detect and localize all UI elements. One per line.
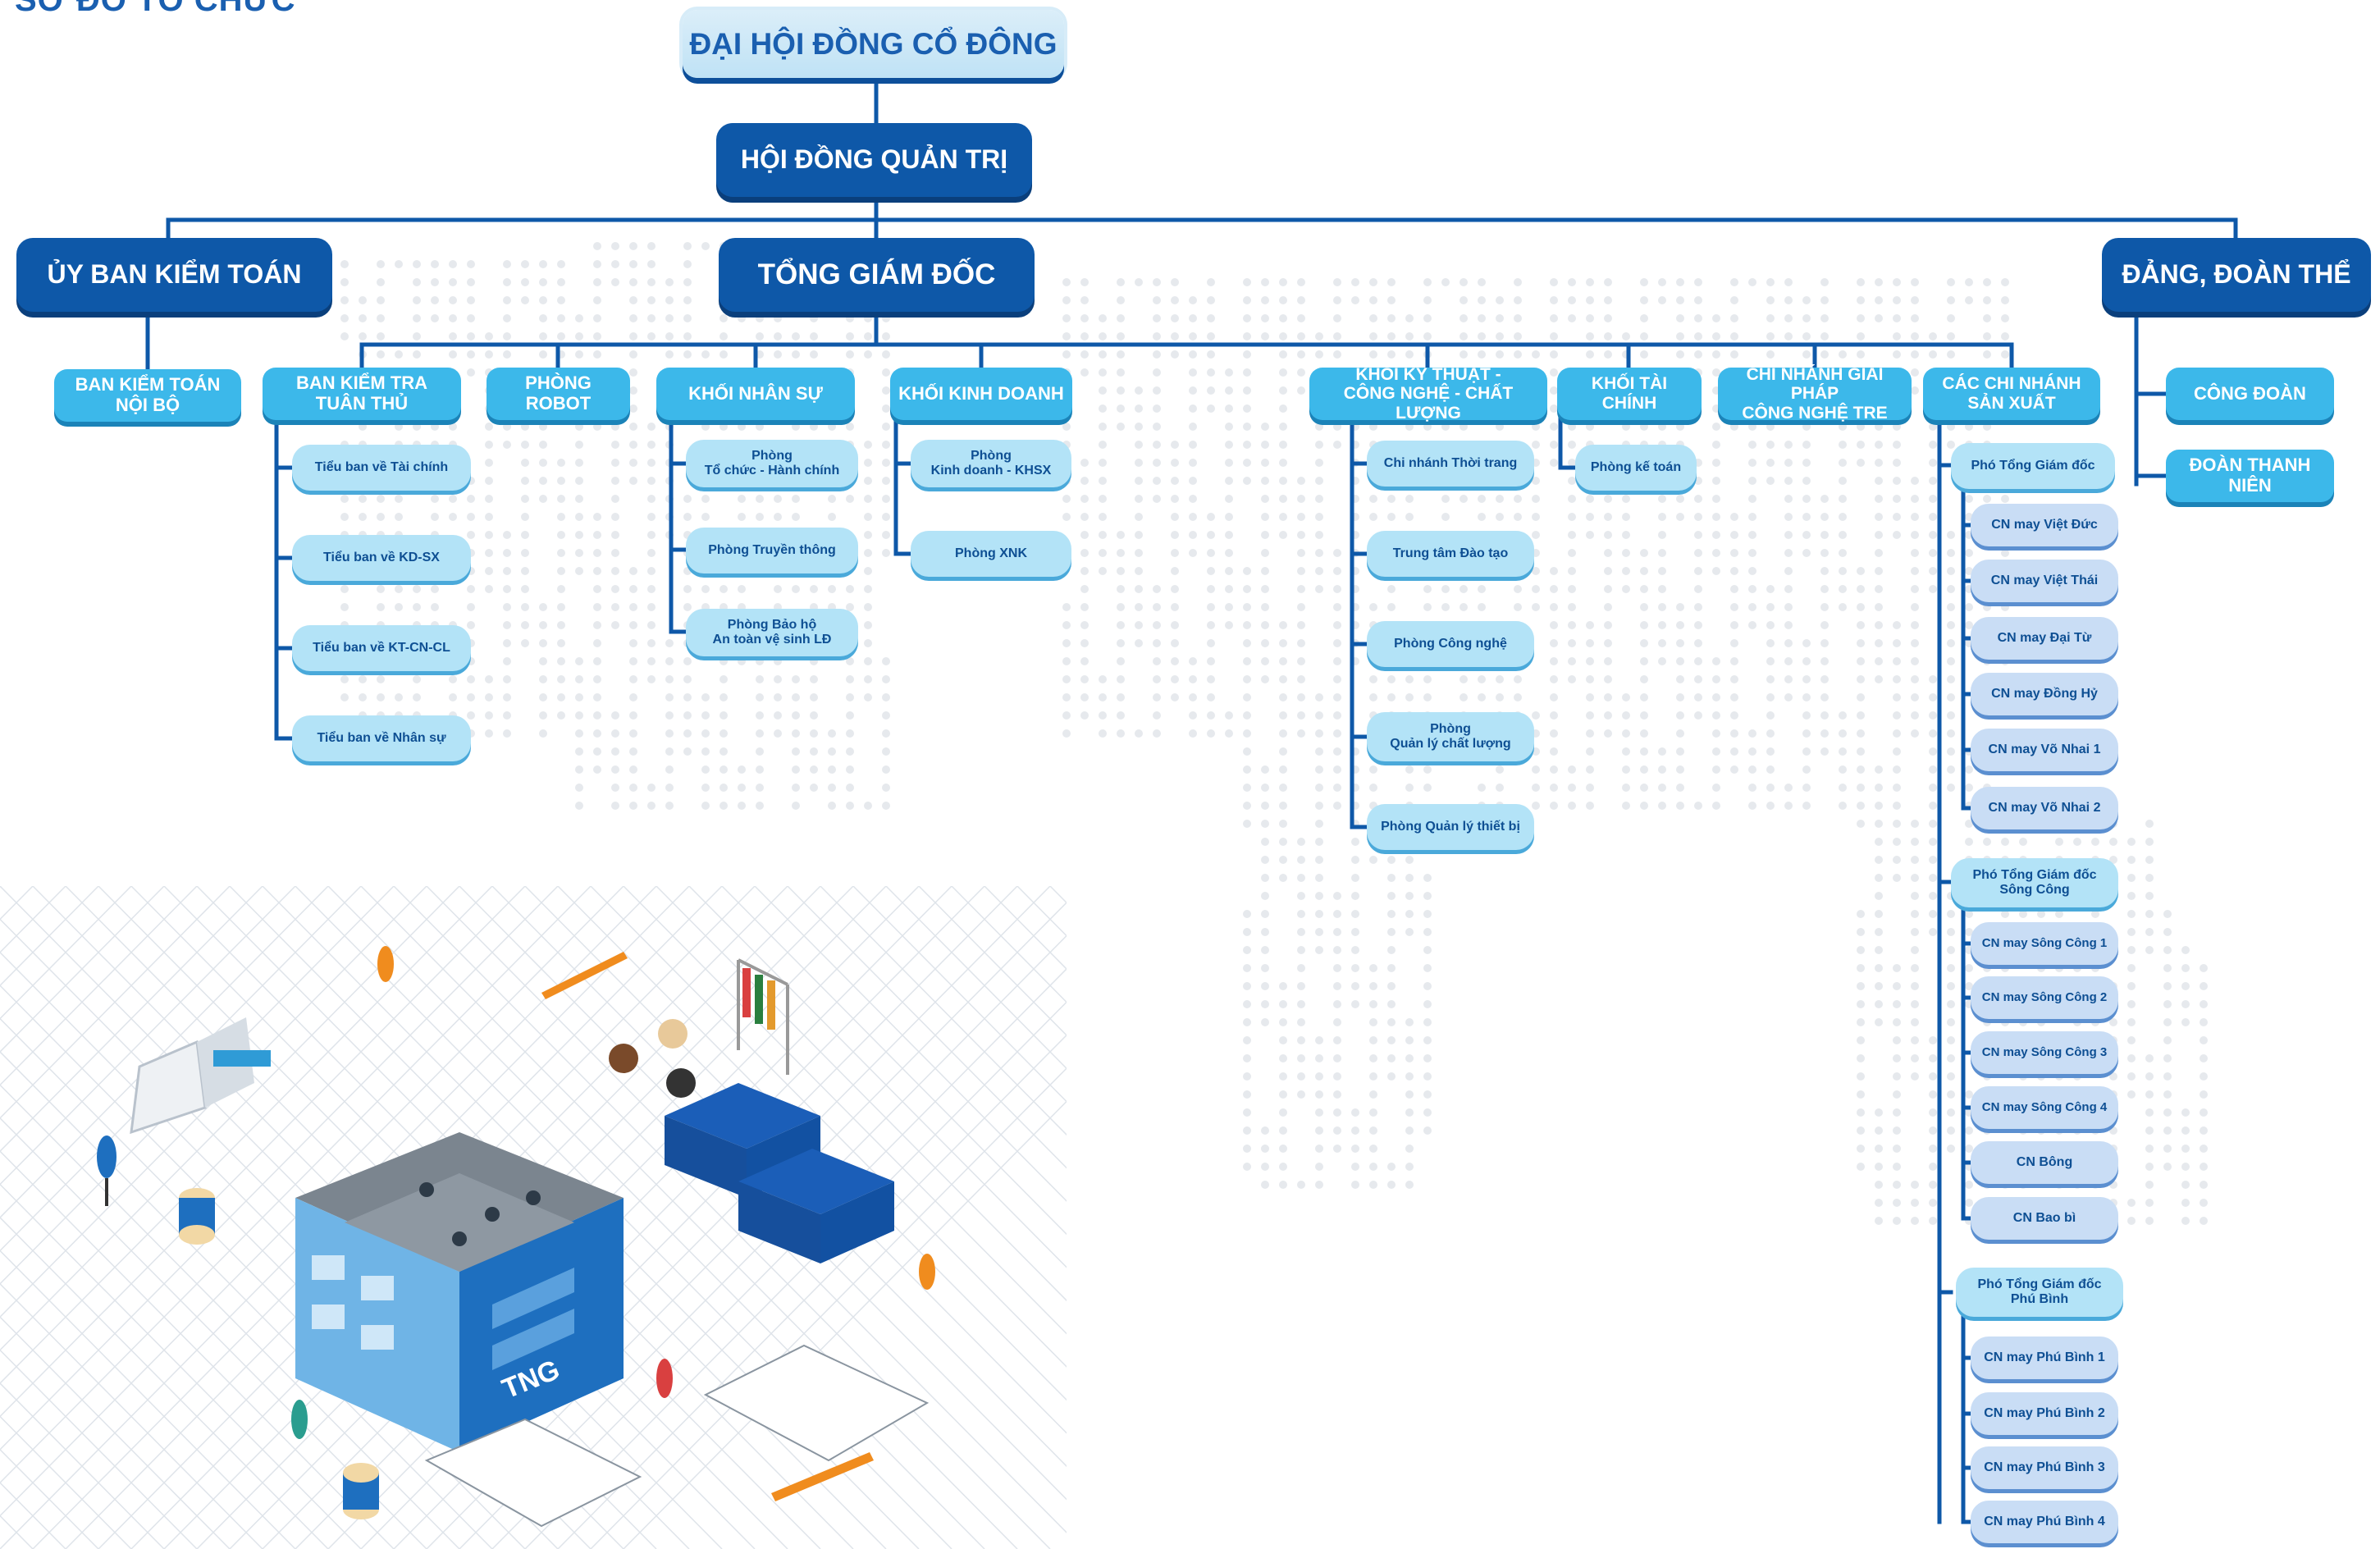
node-cn-may-dong-hy: CN may Đồng Hỷ	[1971, 673, 2118, 715]
node-ban-kiem-tra-tuan-thu: BAN KIỂM TRA TUÂN THỦ	[263, 368, 461, 420]
node-tieu-ban-nhan-su: Tiểu ban về Nhân sự	[292, 715, 471, 761]
node-phong-cong-nghe: Phòng Công nghệ	[1367, 621, 1534, 667]
node-tieu-ban-tai-chinh: Tiểu ban về Tài chính	[292, 445, 471, 491]
node-tieu-ban-kd-sx: Tiểu ban về KD-SX	[292, 535, 471, 581]
node-khoi-kinh-doanh: KHỐI KINH DOANH	[890, 368, 1072, 420]
node-pho-tong-giam-doc-phu-binh: Phó Tổng Giám đốc Phú Bình	[1956, 1268, 2123, 1317]
node-cn-may-phu-binh-3: CN may Phú Bình 3	[1971, 1446, 2118, 1489]
node-cac-chi-nhanh-san-xuat: CÁC CHI NHÁNH SẢN XUẤT	[1923, 368, 2100, 420]
page-title: SƠ ĐỒ TỔ CHỨC	[15, 0, 296, 18]
node-chi-nhanh-cong-nghe-tre: CHI NHÁNH GIẢI PHÁP CÔNG NGHỆ TRE	[1718, 365, 1912, 423]
node-cn-may-viet-thai: CN may Việt Thái	[1971, 560, 2118, 602]
fabric-stacks	[665, 1083, 894, 1263]
node-doan-thanh-nien: ĐOÀN THANH NIÊN	[2166, 450, 2334, 502]
node-hoi-dong-quan-tri: HỘI ĐỒNG QUẢN TRỊ	[716, 123, 1032, 197]
node-phong-truyen-thong: Phòng Truyền thông	[686, 528, 858, 573]
node-cn-may-phu-binh-4: CN may Phú Bình 4	[1971, 1501, 2118, 1543]
node-cn-may-vo-nhai-2: CN may Võ Nhai 2	[1971, 787, 2118, 829]
thread-spools	[179, 1188, 379, 1519]
node-cn-may-song-cong-3: CN may Sông Công 3	[1971, 1031, 2118, 1074]
mannequins	[97, 946, 935, 1439]
pattern-papers	[424, 1344, 930, 1528]
rulers	[541, 952, 874, 1501]
node-chi-nhanh-thoi-trang: Chi nhánh Thời trang	[1367, 441, 1534, 487]
node-phong-to-chuc-hanh-chinh: Phòng Tổ chức - Hành chính	[686, 440, 858, 487]
node-khoi-tai-chinh: KHỐI TÀI CHÍNH	[1557, 368, 1702, 420]
clothing-rack	[737, 958, 789, 1075]
node-cn-may-song-cong-1: CN may Sông Công 1	[1971, 922, 2118, 965]
node-pho-tong-giam-doc-song-cong: Phó Tổng Giám đốc Sông Công	[1951, 858, 2118, 907]
node-phong-ke-toan: Phòng kế toán	[1575, 445, 1697, 491]
node-cn-may-vo-nhai-1: CN may Võ Nhai 1	[1971, 729, 2118, 771]
node-phong-bao-ho: Phòng Bảo hộ An toàn vệ sinh LĐ	[686, 609, 858, 656]
node-phong-quan-ly-chat-luong: Phòng Quản lý chất lượng	[1367, 712, 1534, 761]
node-cn-may-viet-duc: CN may Việt Đức	[1971, 504, 2118, 546]
node-uy-ban-kiem-toan: ỦY BAN KIỂM TOÁN	[16, 238, 332, 312]
node-phong-robot: PHÒNG ROBOT	[487, 368, 630, 420]
node-ban-kiem-toan-noi-bo: BAN KIỂM TOÁN NỘI BỘ	[54, 369, 241, 422]
node-tong-giam-doc: TỔNG GIÁM ĐỐC	[719, 238, 1035, 312]
building: TNG	[295, 1132, 624, 1452]
node-tieu-ban-kt-cn-cl: Tiểu ban về KT-CN-CL	[292, 625, 471, 671]
node-cn-bao-bi: CN Bao bì	[1971, 1197, 2118, 1240]
factory-illustration: TNG	[0, 886, 1067, 1549]
node-cn-may-song-cong-4: CN may Sông Công 4	[1971, 1086, 2118, 1129]
node-khoi-ky-thuat: KHỐI KỸ THUẬT - CÔNG NGHỆ - CHẤT LƯỢNG	[1309, 365, 1547, 423]
buttons-icon	[609, 1019, 696, 1098]
node-phong-xnk: Phòng XNK	[911, 531, 1071, 577]
node-cn-may-phu-binh-1: CN may Phú Bình 1	[1971, 1337, 2118, 1379]
node-dang-doan-the: ĐẢNG, ĐOÀN THỂ	[2102, 238, 2371, 312]
node-cn-may-song-cong-2: CN may Sông Công 2	[1971, 976, 2118, 1019]
node-cong-doan: CÔNG ĐOÀN	[2166, 368, 2334, 420]
node-pho-tong-giam-doc-1: Phó Tổng Giám đốc	[1951, 443, 2115, 489]
node-cn-may-dai-tu: CN may Đại Từ	[1971, 617, 2118, 660]
node-dai-hoi-dong-co-dong: ĐẠI HỘI ĐỒNG CỔ ĐÔNG	[683, 10, 1064, 78]
node-cn-bong: CN Bông	[1971, 1141, 2118, 1184]
node-cn-may-phu-binh-2: CN may Phú Bình 2	[1971, 1392, 2118, 1435]
node-phong-kinh-doanh-khsx: Phòng Kinh doanh - KHSX	[911, 440, 1071, 487]
node-phong-quan-ly-thiet-bi: Phòng Quản lý thiết bị	[1367, 804, 1534, 850]
node-trung-tam-dao-tao: Trung tâm Đào tạo	[1367, 531, 1534, 577]
node-khoi-nhan-su: KHỐI NHÂN SỰ	[656, 368, 855, 420]
